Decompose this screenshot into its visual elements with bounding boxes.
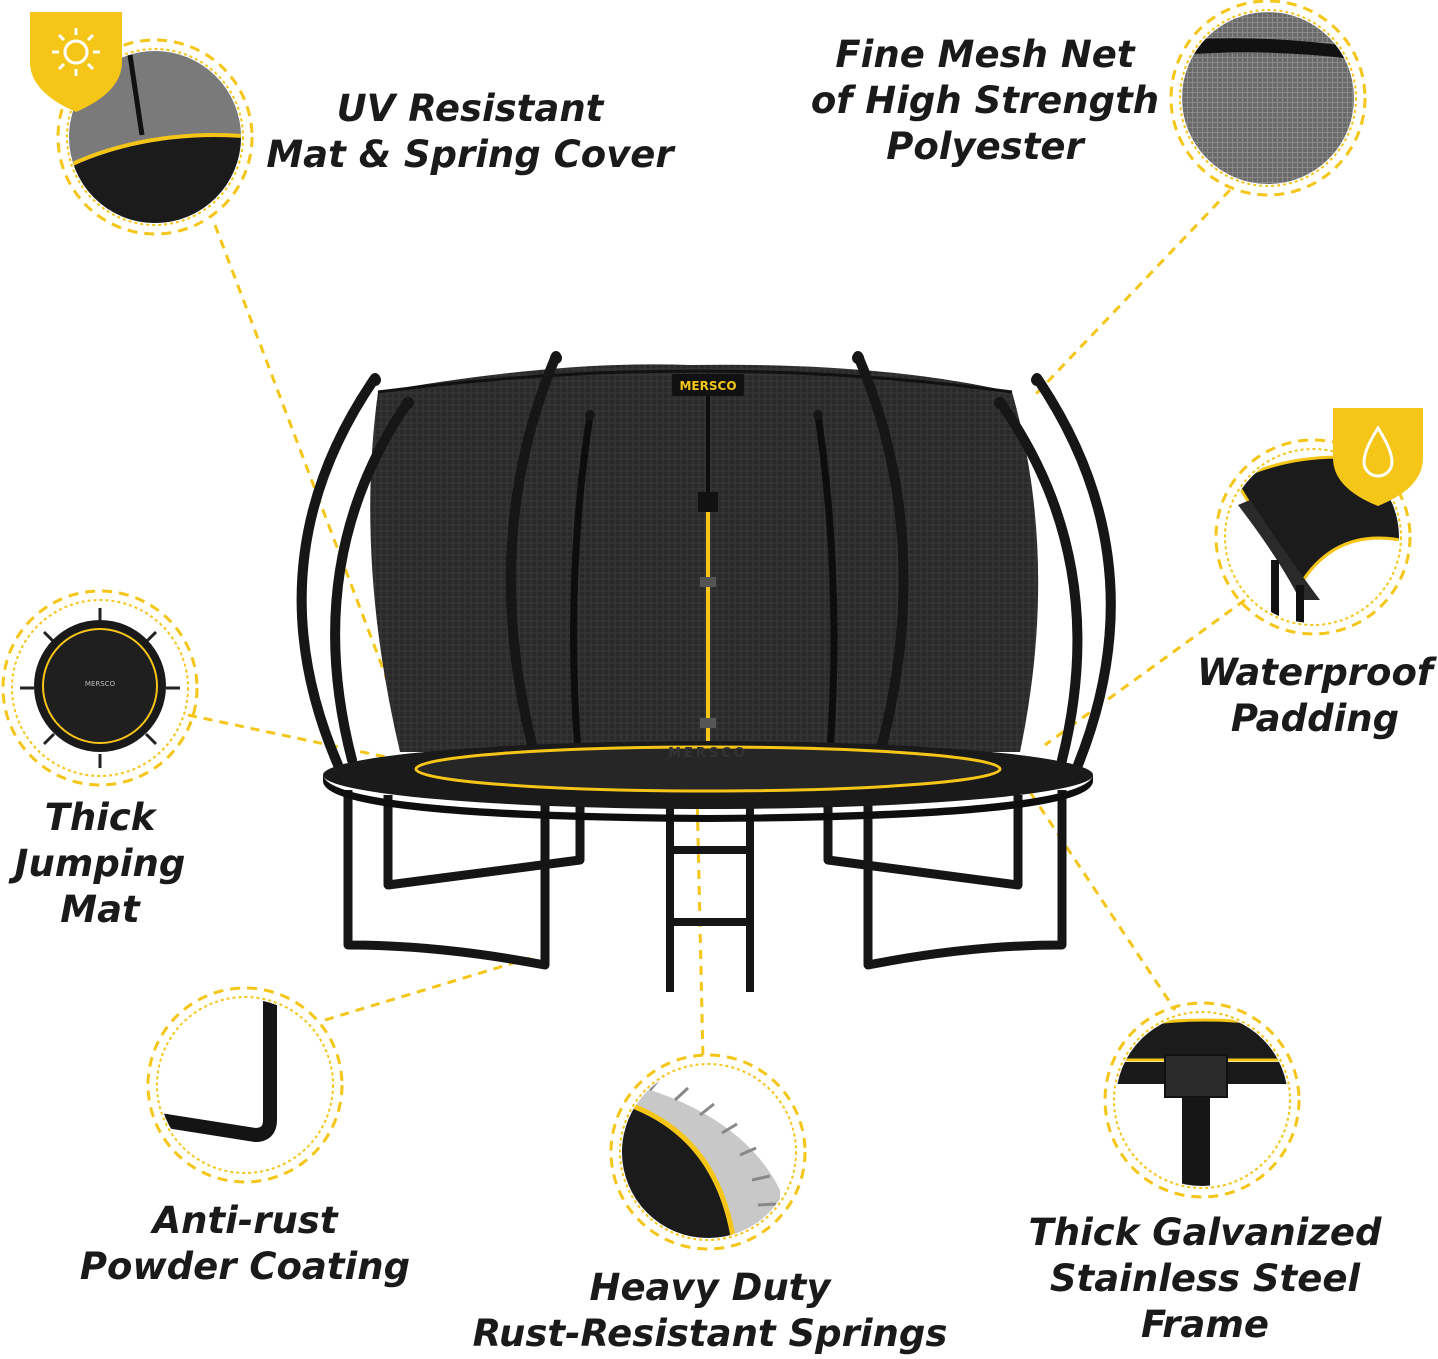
jumping-mat bbox=[414, 745, 1002, 793]
feature-springs-circle bbox=[609, 1053, 807, 1251]
feature-mat-circle: MERSCO bbox=[1, 589, 199, 787]
mat-brand: MERSCO bbox=[668, 746, 748, 761]
feature-frame-circle bbox=[1103, 1001, 1301, 1199]
label-waterproof: Waterproof Padding bbox=[1197, 651, 1433, 740]
sun-icon bbox=[52, 28, 100, 76]
leader-coating bbox=[324, 956, 531, 1022]
trampoline: MERSCO bbox=[296, 351, 1116, 992]
leader-frame bbox=[1020, 779, 1177, 1011]
brand-tag bbox=[672, 374, 744, 396]
uv-shield-badge bbox=[30, 12, 122, 112]
brand-tag-text: MERSCO bbox=[679, 379, 736, 393]
feature-coating-circle bbox=[146, 986, 344, 1184]
padding-shield-badge bbox=[1333, 408, 1423, 506]
label-thick-mat: Thick Jumping Mat bbox=[14, 796, 186, 931]
label-uv-resistant: UV Resistant Mat & Spring Cover bbox=[266, 87, 674, 176]
mat-circle-brand: MERSCO bbox=[85, 680, 116, 688]
water-drop-icon bbox=[1362, 425, 1394, 478]
feature-mesh-circle bbox=[1169, 0, 1367, 197]
safety-net bbox=[370, 364, 1039, 752]
leader-mat bbox=[187, 713, 401, 762]
label-heavy-duty: Heavy Duty Rust-Resistant Springs bbox=[472, 1266, 948, 1355]
label-anti-rust: Anti-rust Powder Coating bbox=[79, 1199, 411, 1288]
leader-uv bbox=[213, 224, 412, 741]
label-fine-mesh: Fine Mesh Net of High Strength Polyester bbox=[810, 33, 1160, 168]
label-galvanized: Thick Galvanized Stainless Steel Frame bbox=[1028, 1211, 1382, 1346]
ladder bbox=[666, 800, 754, 992]
leader-mesh bbox=[1033, 188, 1232, 397]
